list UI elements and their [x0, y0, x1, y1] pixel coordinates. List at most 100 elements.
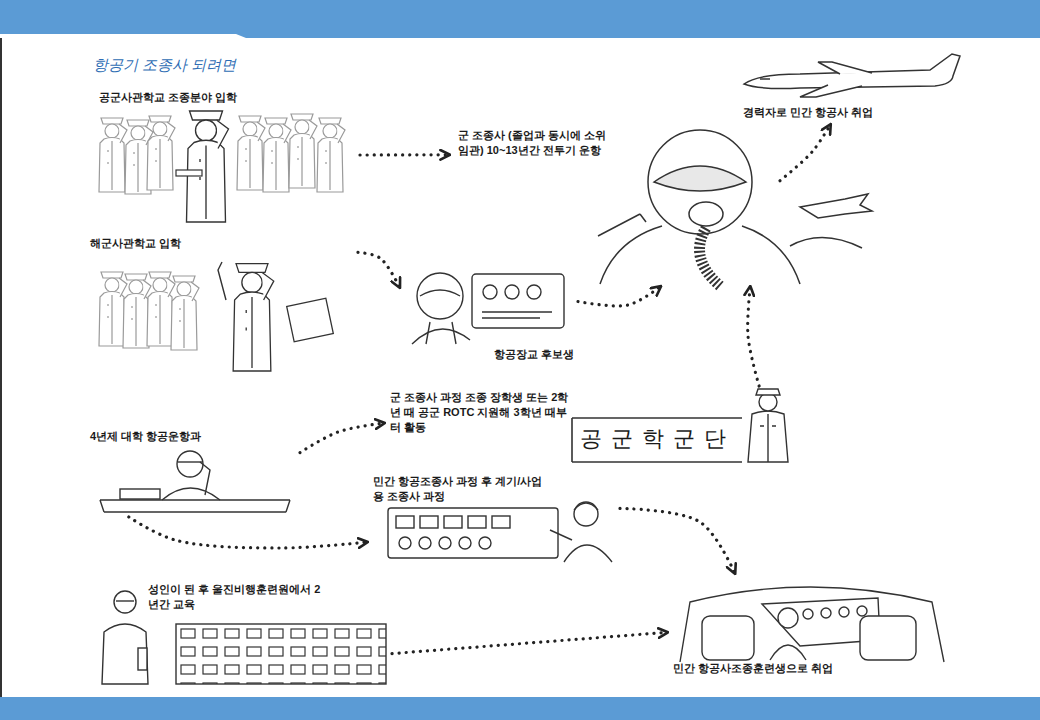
fuselage: [744, 54, 960, 89]
airliner: [744, 54, 960, 97]
dotted-arrow: [392, 632, 668, 653]
building: [176, 624, 386, 684]
student: [100, 451, 290, 512]
headset: [574, 503, 598, 510]
head: [778, 608, 798, 628]
gauge: [821, 608, 831, 618]
cadet-figure: [263, 118, 291, 192]
step-text: 군 조종사 과정 조종 장학생 또는 2학년 때 공군 ROTC 지원해 3학년…: [390, 390, 575, 435]
diagram-title: 항공기 조종사 되려면: [93, 56, 236, 75]
strap: [426, 322, 456, 344]
head: [177, 451, 203, 477]
dotted-arrow: [300, 423, 385, 453]
navy-officer: [233, 264, 274, 371]
head: [114, 591, 136, 613]
header-bar: [0, 0, 1040, 34]
step-text: 4년제 대학 항공운항과: [90, 429, 201, 444]
visor: [420, 290, 460, 296]
arm: [550, 530, 572, 540]
career-step: 공군사관학교 조종분야 입학: [95, 86, 360, 224]
seat: [702, 616, 754, 660]
cadet-figure: [233, 264, 274, 371]
career-step: 4년제 대학 항공운항과: [86, 425, 300, 517]
step-text: 성인이 된 후 울진비행훈련원에서 2년간 교육: [148, 582, 326, 612]
body: [102, 624, 148, 684]
body: [564, 545, 612, 562]
head: [574, 502, 598, 526]
gauge: [439, 537, 451, 549]
step-text: 해군사관학교 입학: [90, 236, 181, 251]
document: [287, 298, 334, 342]
header-bar: [0, 0, 1040, 38]
step-text: 민간 항공조종사 과정 후 계기/사업용 조종사 과정: [373, 474, 545, 504]
body: [162, 488, 220, 500]
gauge: [839, 607, 849, 617]
dotted-arrow: [578, 286, 661, 306]
rotc-officer: [748, 389, 788, 462]
gauge: [803, 609, 813, 619]
body: [748, 411, 788, 462]
cadet-group: [99, 272, 199, 350]
career-step: 민간 항공조종사 과정 후 계기/사업용 조종사 과정: [368, 470, 620, 566]
dotted-arrow: [620, 508, 735, 574]
gauge: [468, 516, 486, 528]
body: [770, 645, 806, 660]
helmet: [648, 130, 752, 234]
panel-line: [482, 312, 552, 318]
instrument-panel: [388, 508, 558, 558]
career-step: 항공장교 후보생: [400, 262, 578, 366]
step-text: 민간 항공사조종훈련생으로 취업: [673, 661, 833, 676]
career-step: 성인이 된 후 울진비행훈련원에서 2년간 교육: [100, 578, 392, 686]
gauge: [459, 537, 471, 549]
gauge: [420, 516, 438, 528]
cockpit-frame: [680, 587, 944, 662]
gauge: [396, 516, 414, 528]
rotc-sign: [572, 418, 742, 462]
training-center: [176, 624, 386, 684]
dotted-arrow: [748, 286, 759, 386]
gauge: [483, 285, 497, 299]
gauge: [527, 285, 541, 299]
cap: [756, 389, 780, 395]
sign-frame: [572, 418, 742, 462]
glasses: [116, 600, 134, 601]
career-step: 경력자로 민간 항공사 취업: [725, 52, 960, 124]
career-step: 해군사관학교 입학: [86, 232, 358, 368]
oxygen-mask: [689, 202, 723, 226]
gauge: [399, 537, 411, 549]
step-text: 경력자로 민간 항공사 취업: [743, 105, 873, 120]
shoulder: [600, 226, 662, 284]
dotted-arrow: [780, 124, 831, 181]
cadet-figure: [289, 114, 317, 188]
shoulder: [742, 226, 800, 284]
airline-cockpit: [680, 587, 944, 662]
cadet-figure: [317, 118, 345, 192]
sign-text: 공군학군단: [580, 424, 735, 454]
wing: [800, 85, 862, 97]
connector-group: [129, 124, 831, 654]
arm: [200, 462, 210, 495]
wing: [818, 62, 872, 74]
fighter-jet: [800, 194, 872, 218]
body: [412, 329, 470, 344]
cockpit-window: [760, 78, 770, 80]
step-text: 항공장교 후보생: [494, 347, 574, 362]
oxygen-hose: [700, 228, 720, 286]
glasses: [178, 461, 202, 462]
desk: [100, 500, 290, 512]
seat: [860, 616, 916, 660]
header-bar: [236, 34, 1040, 38]
uniform-line: [760, 414, 776, 462]
control-stick: [598, 214, 646, 236]
gauge: [479, 537, 491, 549]
instrument-panel: [472, 274, 564, 328]
lead-cadet: [187, 111, 229, 222]
clipboard: [138, 648, 147, 670]
officer-candidate: [412, 273, 564, 344]
adult-trainee: [102, 591, 148, 684]
cadet-figure: [99, 118, 127, 192]
step-text: 공군사관학교 조종분야 입학: [99, 90, 237, 105]
career-step: 군 조종사 (졸업과 동시에 소위 임관) 10~13년간 전투기 운항: [450, 124, 780, 286]
fighter-pilot: [598, 130, 872, 286]
cloud-line: [790, 237, 862, 248]
